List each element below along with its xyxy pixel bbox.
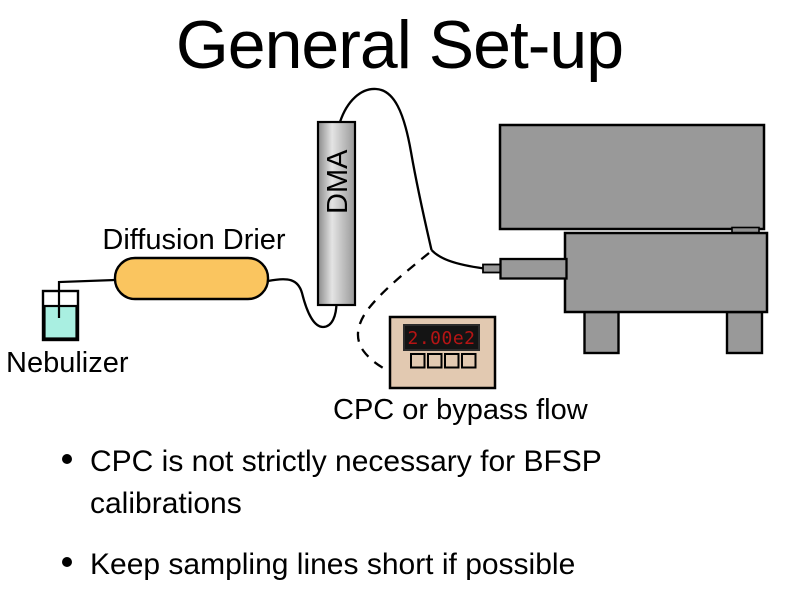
- cpc-display-value: 2.00e2: [407, 328, 475, 349]
- bullet-text: CPC is not strictly necessary for BFSP c…: [90, 445, 602, 520]
- nebulizer-tube-line: [57, 278, 116, 318]
- dma-column: [316, 120, 357, 307]
- diffusion-drier-capsule: [113, 256, 270, 301]
- instrument-top-unit: [498, 123, 766, 231]
- bullet-dot: [62, 557, 72, 567]
- bullet-text: Keep sampling lines short if possible: [90, 548, 576, 581]
- bypass-dashed-line: [356, 252, 430, 379]
- cpc-button-4: [461, 353, 477, 369]
- instrument-leg-left: [583, 310, 620, 355]
- dma-label: DMA: [322, 149, 354, 214]
- bullet-list: CPC is not strictly necessary for BFSP c…: [56, 441, 736, 586]
- diffusion-drier-label: Diffusion Drier: [102, 224, 286, 256]
- cpc-button-2: [427, 353, 443, 369]
- instrument-inlet-tube-thin: [482, 263, 503, 274]
- junction-to-inlet-line: [430, 249, 485, 270]
- instrument-leg-right: [725, 310, 764, 355]
- dma-top-tubing-line: [338, 87, 433, 251]
- instrument-inlet: [499, 257, 568, 280]
- bullet-item-2: Keep sampling lines short if possible: [56, 544, 736, 586]
- nebulizer-label: Nebulizer: [6, 347, 129, 379]
- page-title: General Set-up: [175, 7, 624, 83]
- cpc-display: [403, 324, 480, 351]
- bullet-dot: [62, 454, 72, 464]
- nebulizer-liquid: [43, 304, 78, 340]
- cpc-button-1: [410, 353, 426, 369]
- cpc-label: CPC or bypass flow: [333, 394, 588, 426]
- cpc-button-3: [444, 353, 460, 369]
- drier-to-dma-tubing-line: [267, 278, 338, 329]
- bullet-item-1: CPC is not strictly necessary for BFSP c…: [56, 441, 736, 525]
- instrument-bottom-unit: [563, 231, 769, 314]
